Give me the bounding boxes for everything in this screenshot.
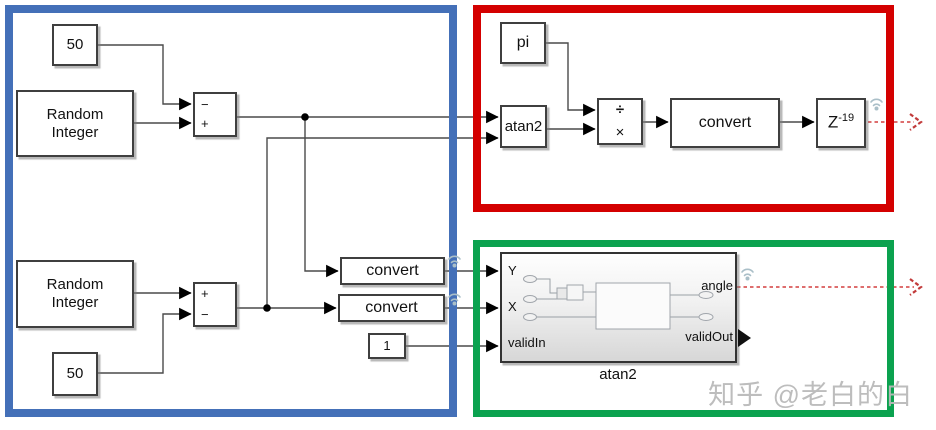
sum-block-bottom[interactable]: + − [193, 282, 237, 327]
convert-block-x[interactable]: convert [338, 294, 445, 322]
divide-sign: ÷ [615, 101, 625, 118]
sum-sign-minus: − [201, 307, 209, 322]
subsystem-thumbnail [523, 275, 714, 330]
wire-const50bot-to-sumbot[interactable] [98, 307, 192, 374]
port-label-y: Y [508, 263, 517, 278]
block-label: convert [365, 299, 418, 317]
multiply-sign: × [615, 124, 625, 141]
block-label: 50 [66, 365, 84, 382]
red-annotation-frame[interactable] [473, 5, 894, 212]
constant-block-50-top[interactable]: 50 [52, 24, 98, 66]
sum-sign-minus: − [201, 97, 209, 112]
dashed-arrowhead-delay [909, 113, 923, 131]
zhihu-watermark: 知乎 @老白的白 [708, 380, 913, 410]
block-label: Random Integer [46, 105, 104, 141]
block-label: convert [366, 262, 419, 280]
wire-pi-to-divide[interactable] [546, 42, 596, 117]
atan2-subsystem-block[interactable] [500, 252, 737, 363]
dashed-arrowhead-angle [909, 278, 923, 296]
delay-block-z19[interactable]: Z-19 [816, 98, 866, 148]
block-label: Random Integer [46, 276, 104, 311]
constant-block-one[interactable]: 1 [368, 333, 406, 359]
subsystem-name-caption[interactable]: atan2 [599, 366, 637, 383]
sum-sign-plus: + [201, 116, 209, 131]
port-label-x: X [508, 299, 517, 314]
random-integer-block-bottom[interactable]: Random Integer [16, 260, 134, 328]
branch-point [301, 113, 309, 121]
atan2-math-block[interactable]: atan2 [500, 105, 547, 148]
block-label: Z-19 [827, 112, 855, 133]
block-label: pi [516, 34, 530, 52]
block-label: 1 [383, 338, 391, 354]
random-integer-block-top[interactable]: Random Integer [16, 90, 134, 157]
pi-constant-block[interactable]: pi [500, 22, 546, 64]
branch-point [263, 304, 271, 312]
port-label-validout: validOut [685, 329, 733, 344]
convert-block-angle[interactable]: convert [670, 98, 780, 148]
port-label-validin: validIn [508, 335, 546, 350]
divide-block[interactable]: ÷ × [597, 98, 643, 145]
wire-const50top-to-sumtop[interactable] [98, 44, 192, 111]
constant-block-50-bottom[interactable]: 50 [52, 352, 98, 396]
convert-block-y[interactable]: convert [340, 257, 445, 285]
wire-branch-to-convert-y[interactable] [304, 117, 339, 278]
wire-branch-to-atan2-x[interactable] [266, 131, 499, 308]
block-label: 50 [66, 36, 84, 53]
block-label: convert [698, 114, 752, 132]
block-label: atan2 [504, 117, 543, 135]
sum-sign-plus: + [201, 286, 209, 301]
blue-annotation-frame[interactable] [5, 5, 457, 417]
port-label-angle: angle [701, 278, 733, 293]
green-annotation-frame[interactable] [473, 240, 894, 417]
sum-block-top[interactable]: − + [193, 92, 237, 137]
